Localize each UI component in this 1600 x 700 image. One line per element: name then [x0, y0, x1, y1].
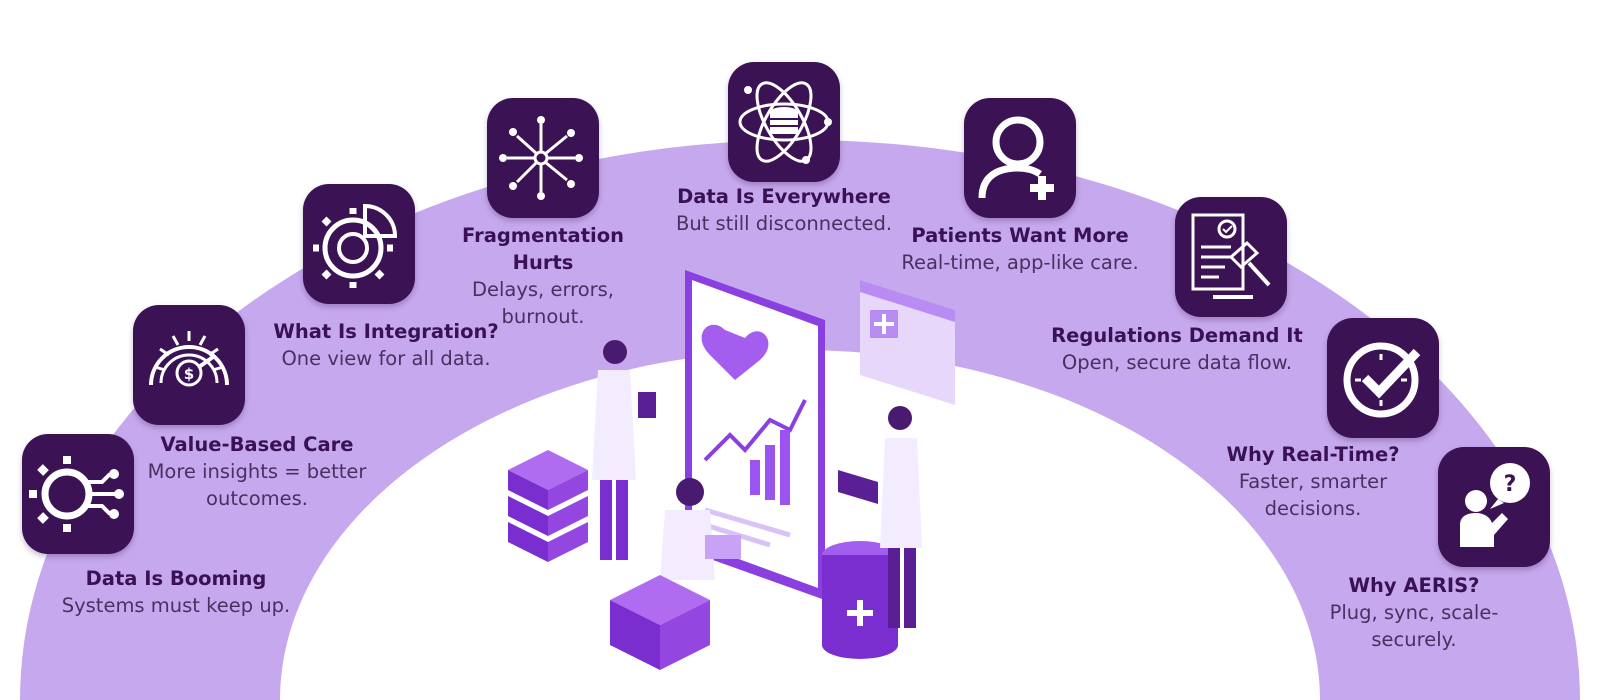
item-desc: Real-time, app-like care. — [901, 251, 1139, 274]
item-desc: Systems must keep up. — [61, 594, 291, 617]
item-desc: Plug, sync, scale-securely. — [1329, 601, 1499, 651]
label-patients-want-more: Patients Want More Real-time, app-like c… — [880, 222, 1160, 276]
database-plus-icon — [822, 541, 898, 659]
doctor-standing-figure — [592, 340, 656, 560]
item-title: Fragmentation Hurts — [462, 224, 624, 274]
label-what-is-integration: What Is Integration? One view for all da… — [246, 318, 526, 372]
item-desc: Delays, errors, burnout. — [471, 278, 615, 328]
item-desc: Open, secure data flow. — [1061, 351, 1293, 374]
item-title: Data Is Everywhere — [677, 185, 891, 208]
item-title: Value-Based Care — [160, 433, 354, 456]
atom-database-icon — [728, 62, 840, 182]
label-why-real-time: Why Real-Time? Faster, smarter decisions… — [1213, 441, 1413, 522]
item-desc: Faster, smarter decisions. — [1238, 470, 1388, 520]
healthcare-illustration — [508, 270, 955, 670]
item-title: Data Is Booming — [85, 567, 267, 590]
item-title: Why Real-Time? — [1226, 443, 1400, 466]
person-question-icon: ? — [1438, 447, 1550, 567]
tablet-dashboard — [685, 270, 825, 600]
item-title: Regulations Demand It — [1051, 324, 1303, 347]
doctor-laptop-figure — [838, 406, 922, 628]
gauge-dollar-icon: $ — [133, 305, 245, 425]
svg-text:$: $ — [184, 365, 194, 383]
item-desc: But still disconnected. — [675, 212, 893, 235]
medical-window-icon — [860, 280, 955, 405]
document-gavel-icon — [1175, 197, 1287, 317]
server-stack-icon — [508, 450, 588, 562]
network-hub-icon — [487, 98, 599, 218]
label-fragmentation-hurts: Fragmentation Hurts Delays, errors, burn… — [453, 222, 633, 330]
item-title: Why AERIS? — [1348, 574, 1480, 597]
label-regulations-demand-it: Regulations Demand It Open, secure data … — [1037, 322, 1317, 376]
clock-check-icon — [1327, 318, 1439, 438]
seated-person-figure — [610, 478, 741, 670]
patient-plus-icon — [964, 98, 1076, 218]
item-title: What Is Integration? — [273, 320, 499, 343]
gear-circuit-icon — [22, 434, 134, 554]
item-desc: One view for all data. — [281, 347, 491, 370]
label-data-is-everywhere: Data Is Everywhere But still disconnecte… — [674, 183, 894, 237]
label-why-aeris: Why AERIS? Plug, sync, scale-securely. — [1324, 572, 1504, 653]
svg-text:?: ? — [1504, 472, 1517, 497]
item-desc: More insights = better outcomes. — [147, 460, 367, 510]
label-data-is-booming: Data Is Booming Systems must keep up. — [36, 565, 316, 619]
item-title: Patients Want More — [911, 224, 1129, 247]
label-value-based-care: Value-Based Care More insights = better … — [112, 431, 402, 512]
gear-pie-chart-icon — [303, 184, 415, 304]
